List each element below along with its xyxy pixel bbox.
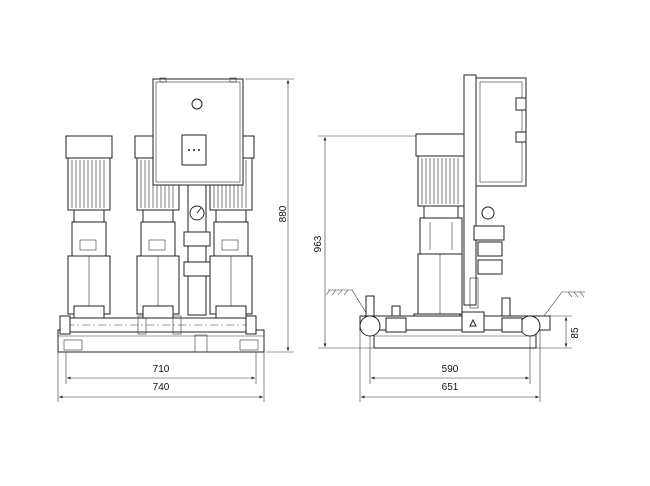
dim-590: 590: [442, 364, 459, 375]
front-pump-2: [134, 135, 182, 319]
side-height-dimension: 963: [313, 135, 416, 349]
side-width-outer-dimension: 651: [359, 330, 541, 402]
front-width-outer-dimension: 740: [57, 352, 265, 402]
side-manifold: [359, 295, 551, 337]
front-base-frame: [57, 329, 265, 353]
side-base-frame: [373, 329, 537, 349]
side-valves: [469, 206, 505, 309]
front-pump-1: [65, 135, 113, 319]
side-pump: [415, 133, 467, 315]
side-width-inner-dimension: 590: [369, 336, 531, 384]
dim-740: 740: [153, 382, 170, 393]
dim-710: 710: [153, 364, 170, 375]
side-view: 963 85 590 651: [313, 74, 585, 402]
side-control-cabinet: [463, 74, 527, 306]
dim-963: 963: [313, 235, 324, 252]
front-center-column: [187, 184, 207, 316]
front-view: 880 710 740: [57, 77, 294, 402]
side-inlet-height-dimension: 85: [536, 315, 581, 349]
dim-651: 651: [442, 382, 459, 393]
dim-880: 880: [278, 205, 289, 222]
front-width-inner-dimension: 710: [65, 352, 257, 384]
front-control-cabinet: [152, 77, 244, 186]
dim-85: 85: [570, 327, 581, 339]
front-height-dimension: 880: [245, 78, 294, 353]
